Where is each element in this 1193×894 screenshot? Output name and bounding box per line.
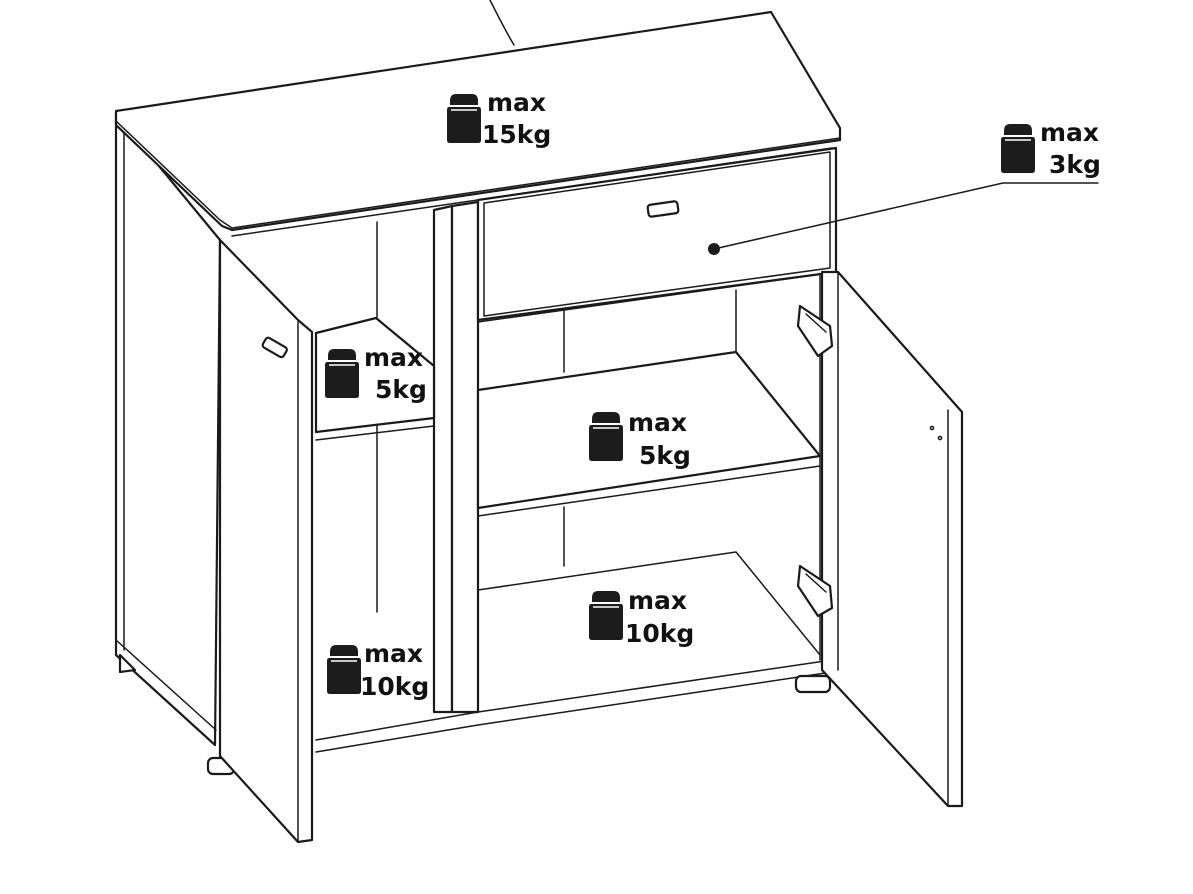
right-shelf-load-line2: 5kg	[639, 441, 691, 470]
right-bottom-floor	[477, 551, 821, 656]
weight-icon	[324, 348, 360, 399]
weight-icon	[588, 411, 624, 462]
left-bottom-load-line2: 10kg	[360, 672, 429, 701]
left-bottom-load-line1: max	[364, 639, 423, 668]
top-load-label: max 15kg	[446, 88, 551, 149]
top-load-line2: 15kg	[482, 120, 551, 149]
right-shelf	[476, 350, 822, 510]
lower-hinge	[796, 564, 834, 618]
drawer-handle	[646, 200, 680, 218]
upper-hinge	[796, 304, 834, 358]
left-door-handle	[261, 336, 288, 359]
right-bottom-load-line1: max	[628, 586, 687, 615]
weight-icon	[588, 590, 624, 641]
left-bottom-load-label: max 10kg	[326, 639, 429, 701]
weight-icon	[326, 644, 362, 695]
drawer-callout-line	[713, 182, 1099, 250]
right-bottom-load-line2: 10kg	[625, 619, 694, 648]
left-shelf-load-line1: max	[364, 343, 423, 372]
power-cable	[489, 0, 515, 46]
right-bottom-load-label: max 10kg	[588, 586, 694, 648]
right-shelf-load-label: max 5kg	[588, 408, 691, 470]
weight-icon	[1000, 123, 1036, 174]
left-shelf-load-label: max 5kg	[324, 343, 427, 404]
left-door	[218, 238, 314, 844]
weight-icon	[446, 93, 482, 144]
right-door	[796, 270, 964, 808]
left-shelf-load-line2: 5kg	[375, 375, 427, 404]
top-load-line1: max	[487, 88, 546, 117]
drawer-callout-dot	[708, 243, 720, 255]
drawer-load-line2: 3kg	[1049, 150, 1101, 179]
right-shelf-load-line1: max	[628, 408, 687, 437]
drawer-load-label: max 3kg	[1000, 118, 1101, 179]
drawer-load-line1: max	[1040, 118, 1099, 147]
left-shelf	[314, 316, 436, 434]
